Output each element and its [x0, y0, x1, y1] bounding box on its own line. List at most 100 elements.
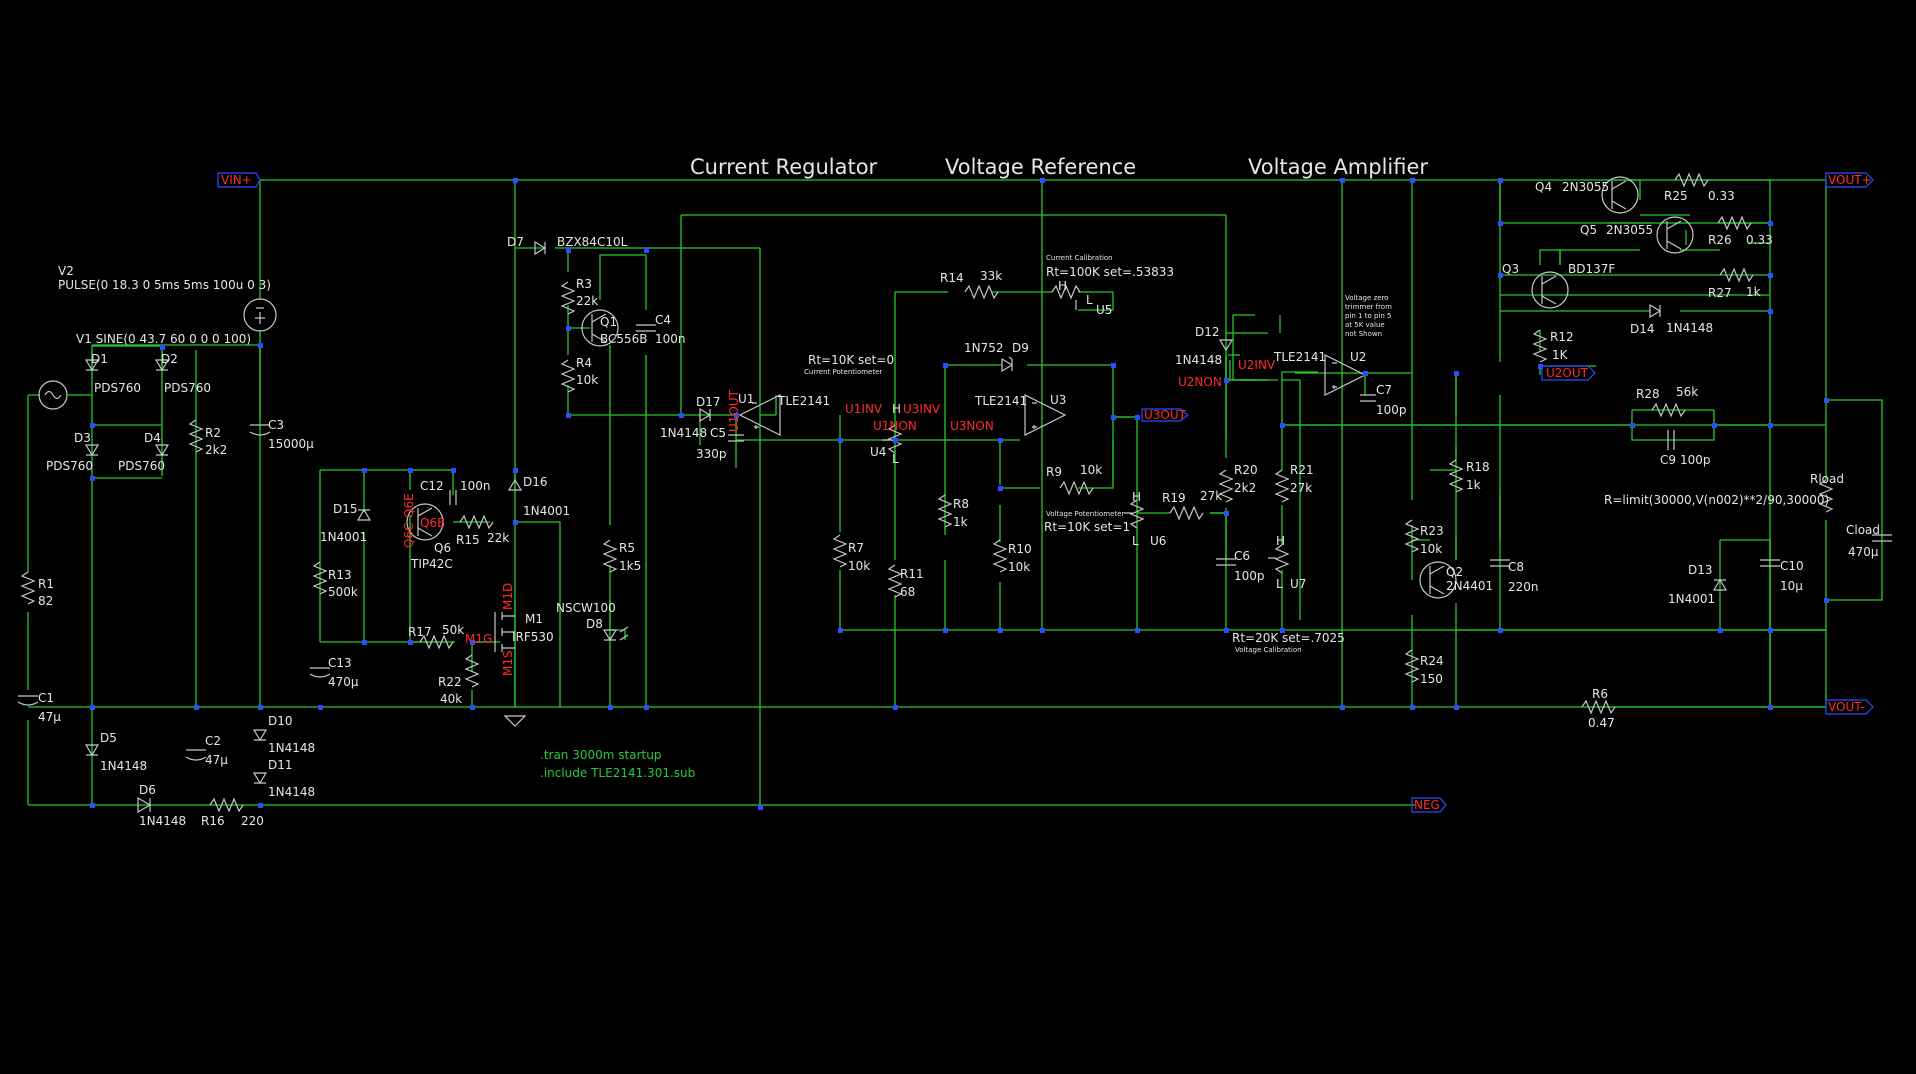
u2-value: TLE2141 [1273, 350, 1326, 364]
r2-value: 2k2 [205, 443, 227, 457]
d9-label: D9 [1012, 341, 1029, 355]
r24-label: R24 [1420, 654, 1444, 668]
c7-value: 100p [1376, 403, 1407, 417]
r8-label: R8 [953, 497, 969, 511]
r20-label: R20 [1234, 463, 1258, 477]
u2-note-line-3: pin 1 to pin 5 [1345, 312, 1391, 320]
r9-label: R9 [1046, 465, 1062, 479]
q1-value: BC556B [600, 332, 648, 346]
net-flag-q6c: Q6C [402, 523, 416, 548]
c8-label: C8 [1508, 560, 1524, 574]
u5-note: Current Calibration [1046, 254, 1113, 262]
r23-value: 10k [1420, 542, 1442, 556]
d7-label: D7 [507, 235, 524, 249]
u7-pin-h: H [1276, 534, 1285, 548]
c9-label: C9 [1660, 453, 1676, 467]
r6-value: 0.47 [1588, 716, 1615, 730]
q4-label: Q4 [1535, 180, 1552, 194]
c3-value: 15000µ [268, 437, 314, 451]
d11-label: D11 [268, 758, 293, 772]
c9-value: 100p [1680, 453, 1711, 467]
r14-label: R14 [940, 271, 964, 285]
u4-pin-l: L [892, 452, 899, 466]
c2-label: C2 [205, 734, 221, 748]
r15-label: R15 [456, 533, 480, 547]
c13-label: C13 [328, 656, 352, 670]
r4-label: R4 [576, 356, 592, 370]
net-flag-m1d: M1D [501, 583, 515, 610]
junction-dots [90, 178, 1829, 810]
net-flag-vout-plus: VOUT+ [1828, 173, 1872, 187]
u1-label: U1 [738, 392, 754, 406]
u5-pin-l: L [1086, 293, 1093, 307]
r13-value: 500k [328, 585, 358, 599]
d3-label: D3 [74, 431, 91, 445]
d1-value: PDS760 [94, 381, 141, 395]
r22-label: R22 [438, 675, 462, 689]
r19-value: 27k [1200, 489, 1222, 503]
d4-value: PDS760 [118, 459, 165, 473]
q2-value: 2N4401 [1446, 579, 1493, 593]
c8-value: 220n [1508, 580, 1539, 594]
r26-value: 0.33 [1746, 233, 1773, 247]
r3-value: 22k [576, 294, 598, 308]
v1-label: V1 SINE(0 43.7 60 0 0 0 100) [76, 332, 251, 346]
r16-label: R16 [201, 814, 225, 828]
u6-pin-h: H [1132, 490, 1141, 504]
net-flag-u2out: U2OUT [1546, 366, 1589, 380]
q3-label: Q3 [1502, 262, 1519, 276]
trimmer-captions: Rt=20K set=.7025 Voltage Calibration Cur… [804, 254, 1392, 654]
u7-label: U7 [1290, 577, 1306, 591]
cload-value: 470µ [1848, 545, 1879, 559]
d15-label: D15 [333, 502, 358, 516]
r7-label: R7 [848, 541, 864, 555]
r10-value: 10k [1008, 560, 1030, 574]
section-title-voltage-reference: Voltage Reference [945, 155, 1136, 179]
d5-value: 1N4148 [100, 759, 147, 773]
m1-label: M1 [525, 612, 543, 626]
r16-value: 220 [241, 814, 264, 828]
u7-note: Voltage Calibration [1235, 646, 1302, 654]
d16-label: D16 [523, 475, 548, 489]
net-flag-frames [217, 172, 1874, 813]
c6-label: C6 [1234, 549, 1250, 563]
net-flag-q6b: Q6B [420, 516, 445, 530]
d17-label: D17 [696, 395, 721, 409]
d2-label: D2 [161, 352, 178, 366]
net-flag-u2inv: U2INV [1238, 358, 1276, 372]
u5-caption: Rt=100K set=.53833 [1046, 265, 1174, 279]
net-flag-u1non: U1NON [873, 419, 917, 433]
c10-value: 10µ [1780, 579, 1803, 593]
r8-value: 1k [953, 515, 968, 529]
section-titles: Current Regulator Voltage Reference Volt… [690, 155, 1428, 179]
m1-value: IRF530 [512, 630, 554, 644]
c1-value: 47µ [38, 710, 61, 724]
d13-value: 1N4001 [1668, 592, 1715, 606]
r27-label: R27 [1708, 286, 1732, 300]
d3-value: PDS760 [46, 459, 93, 473]
u2-label: U2 [1350, 350, 1366, 364]
r20-value: 2k2 [1234, 481, 1256, 495]
directive-include: .include TLE2141.301.sub [540, 766, 695, 780]
c7-label: C7 [1376, 383, 1392, 397]
r9-value: 10k [1080, 463, 1102, 477]
part-labels: D1 PDS760 D2 PDS760 D3 PDS760 D4 PDS760 … [38, 180, 1804, 828]
net-flag-vout-minus: VOUT- [1828, 700, 1865, 714]
d4-label: D4 [144, 431, 161, 445]
d13-label: D13 [1688, 563, 1713, 577]
q5-value: 2N3055 [1606, 223, 1653, 237]
r2-label: R2 [205, 426, 221, 440]
r28-value: 56k [1676, 385, 1698, 399]
r22-value: 40k [440, 692, 462, 706]
d15-value: 1N4001 [320, 530, 367, 544]
d9-value: 1N752 [964, 341, 1004, 355]
c13-value: 470µ [328, 675, 359, 689]
u2-note-line-4: at 5K value [1345, 321, 1385, 329]
net-flag-u1out: U1OUT [727, 389, 741, 432]
r13-label: R13 [328, 568, 352, 582]
d11-value: 1N4148 [268, 785, 315, 799]
d8-label: D8 [586, 617, 603, 631]
r26-label: R26 [1708, 233, 1732, 247]
net-flag-u3out: U3OUT [1144, 408, 1187, 422]
